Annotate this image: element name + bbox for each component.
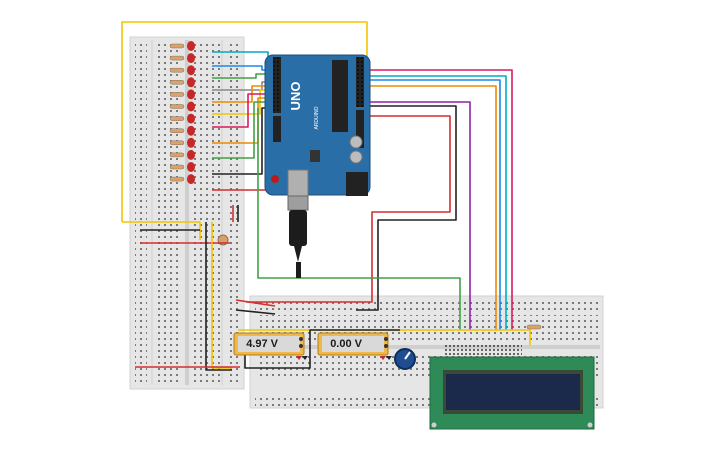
resistor <box>169 116 185 121</box>
resistor <box>169 104 185 109</box>
led <box>187 125 195 136</box>
resistor <box>169 152 185 158</box>
multimeter-right <box>317 332 392 360</box>
cyan-wire <box>364 75 507 330</box>
led <box>187 77 195 88</box>
led <box>187 65 195 76</box>
resistor <box>169 55 185 61</box>
resistor <box>169 92 185 97</box>
lcd-display <box>429 344 595 430</box>
arduino-brand-mark: ARDUINO <box>314 106 320 129</box>
multimeter-left <box>233 332 308 360</box>
yellow-wire <box>122 221 201 240</box>
led <box>187 174 195 185</box>
arduino-model-mark: UNO <box>288 82 303 111</box>
resistor <box>169 176 185 182</box>
left-breadboard <box>129 36 245 390</box>
blue-wire <box>364 79 501 330</box>
resistor <box>169 43 185 49</box>
led <box>187 162 195 172</box>
led-array <box>169 41 195 185</box>
black-wire <box>356 105 457 311</box>
purple-wire <box>364 101 471 330</box>
magenta-wire <box>364 69 513 330</box>
resistor <box>169 67 185 73</box>
black-wire <box>244 329 400 369</box>
black-wire <box>235 309 276 315</box>
green-wire <box>212 101 270 159</box>
bottom-resistor <box>526 324 542 330</box>
led <box>187 113 195 124</box>
led <box>187 89 195 100</box>
potentiometer <box>394 348 416 370</box>
yellow-wire <box>211 222 232 369</box>
black-wire <box>205 222 232 371</box>
led <box>187 149 195 160</box>
resistor <box>169 140 185 146</box>
magenta-wire <box>212 93 270 128</box>
green-wire <box>257 108 461 330</box>
red-wire <box>235 299 276 307</box>
led <box>187 41 195 51</box>
yellow-wire <box>121 21 368 222</box>
red-wire <box>246 115 451 303</box>
resistor <box>169 164 185 170</box>
led <box>187 137 195 148</box>
arduino-uno: UNO ARDUINO <box>264 54 371 278</box>
resistor <box>169 128 185 133</box>
green-wire <box>212 73 270 79</box>
led <box>187 101 195 112</box>
led <box>187 53 195 64</box>
orange-wire <box>364 85 497 330</box>
resistor <box>169 80 185 85</box>
